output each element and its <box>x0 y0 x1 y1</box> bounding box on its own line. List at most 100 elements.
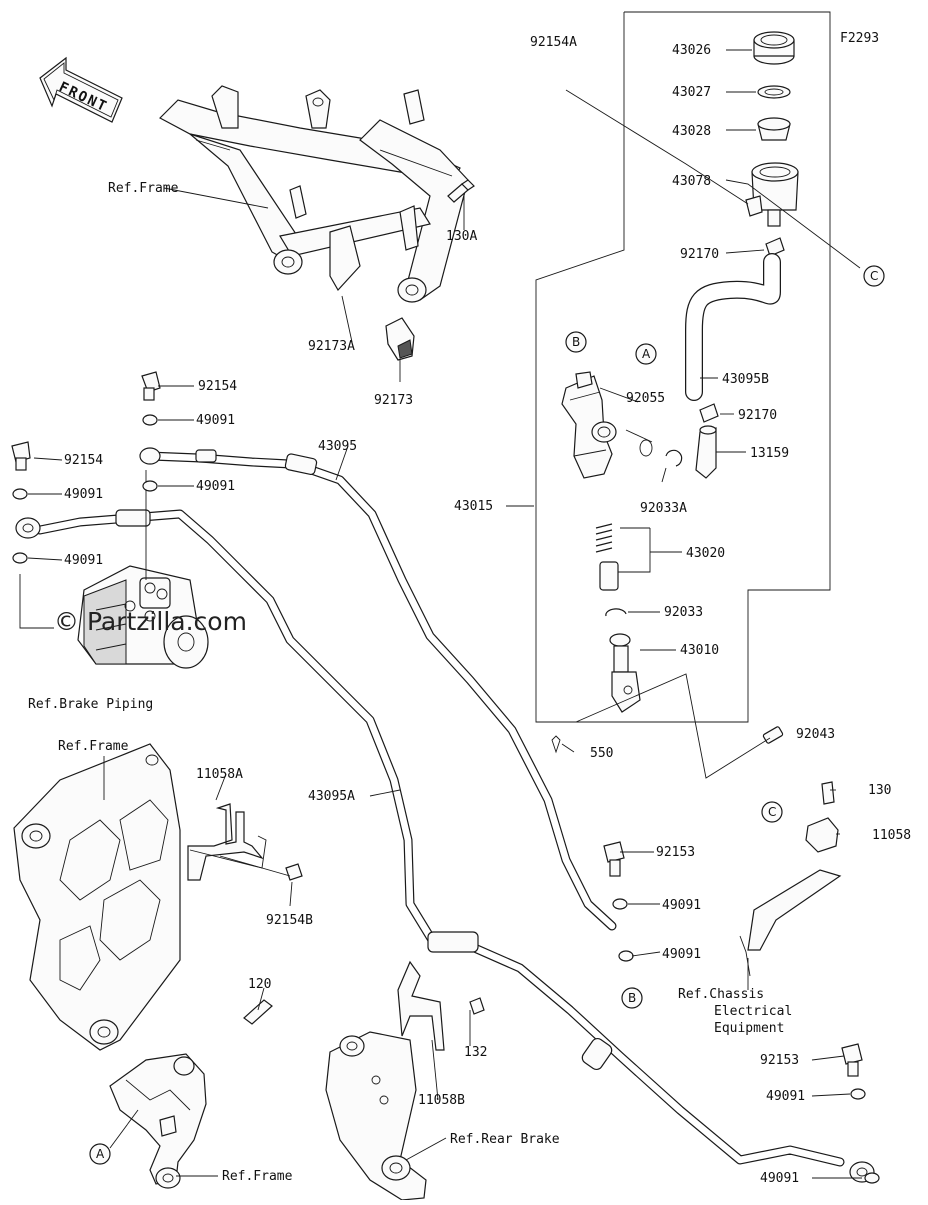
washer-icon <box>12 552 28 564</box>
nut-92173-icon <box>385 317 415 361</box>
footrest-bracket-part <box>13 743 181 1051</box>
washer-icon <box>142 480 158 492</box>
callout-43028[interactable]: 43028 <box>672 124 711 139</box>
svg-text:A: A <box>642 347 651 361</box>
svg-text:B: B <box>572 335 580 349</box>
callout-92033A[interactable]: 92033A <box>640 501 687 516</box>
callout-92173A[interactable]: 92173A <box>308 339 355 354</box>
abs-bracket-line <box>19 574 54 629</box>
callout-43095B[interactable]: 43095B <box>722 372 769 387</box>
banjo-bolt-92153-lower-icon <box>841 1043 863 1077</box>
svg-text:C: C <box>768 805 776 819</box>
callout-43010[interactable]: 43010 <box>680 643 719 658</box>
svg-text:A: A <box>96 1147 105 1161</box>
marker-C-top: C <box>863 265 885 287</box>
callout-92154-upper[interactable]: 92154 <box>198 379 237 394</box>
washer-icon <box>618 950 634 962</box>
callout-49091-e[interactable]: 49091 <box>662 898 701 913</box>
callout-550[interactable]: 550 <box>590 746 613 761</box>
diaphragm-43028-icon <box>757 117 791 141</box>
bracket-11058B-icon <box>397 960 445 1051</box>
reservoir-hose-43095B <box>685 253 781 401</box>
ref-rear-brake: Ref.Rear Brake <box>450 1132 560 1147</box>
callout-130A[interactable]: 130A <box>446 229 477 244</box>
callout-92170-upper[interactable]: 92170 <box>680 247 719 262</box>
washer-icon <box>12 488 28 500</box>
svg-text:C: C <box>870 269 878 283</box>
bracket-11058A-icon <box>187 803 267 881</box>
callout-92153-lower[interactable]: 92153 <box>760 1053 799 1068</box>
callout-11058A[interactable]: 11058A <box>196 767 243 782</box>
washer-icon <box>612 898 628 910</box>
front-arrow-icon: FRONT <box>39 56 123 123</box>
callout-49091-g[interactable]: 49091 <box>766 1089 805 1104</box>
brake-pipe-43095A <box>15 509 875 1183</box>
callout-43095A[interactable]: 43095A <box>308 789 355 804</box>
callout-49091-c[interactable]: 49091 <box>64 487 103 502</box>
brake-pipe-43095 <box>139 447 617 931</box>
callout-43026[interactable]: 43026 <box>672 43 711 58</box>
reservoir-cap-43026-icon <box>753 31 795 65</box>
ref-frame-mid: Ref.Frame <box>58 739 129 754</box>
callout-49091-h[interactable]: 49091 <box>760 1171 799 1186</box>
bolt-92154B-icon <box>285 863 303 881</box>
banjo-bolt-92154-icon <box>141 371 161 401</box>
callout-49091-b[interactable]: 49091 <box>196 479 235 494</box>
washer-icon <box>850 1088 866 1100</box>
clamp-92170-icon <box>765 237 785 257</box>
bracket-11058-icon <box>805 781 839 853</box>
callout-120[interactable]: 120 <box>248 977 271 992</box>
leader-lines <box>27 49 862 1179</box>
callout-49091-a[interactable]: 49091 <box>196 413 235 428</box>
callout-92173[interactable]: 92173 <box>374 393 413 408</box>
marker-C-lower: C <box>761 801 783 823</box>
callout-49091-f[interactable]: 49091 <box>662 947 701 962</box>
abs-unit-part <box>77 565 209 669</box>
callout-92055[interactable]: 92055 <box>626 391 665 406</box>
callout-11058[interactable]: 11058 <box>872 828 911 843</box>
washer-icon <box>864 1172 880 1184</box>
callout-13159[interactable]: 13159 <box>750 446 789 461</box>
ref-frame-top: Ref.Frame <box>108 181 179 196</box>
push-rod-43010-icon <box>609 633 641 713</box>
assembly-outline <box>535 11 831 723</box>
ref-chassis-line2: Electrical <box>714 1004 792 1019</box>
washer-icon <box>142 414 158 426</box>
hose-joint-13159-icon <box>695 425 717 479</box>
brake-pedal-bracket-part <box>109 1053 207 1189</box>
chassis-bracket-part <box>739 869 842 977</box>
ref-chassis-line3: Equipment <box>714 1021 784 1036</box>
callout-43095[interactable]: 43095 <box>318 439 357 454</box>
cotter-pin-550-icon <box>551 735 561 754</box>
callout-92043[interactable]: 92043 <box>796 727 835 742</box>
marker-B-top: B <box>565 331 587 353</box>
callout-43020[interactable]: 43020 <box>686 546 725 561</box>
callout-92170-lower[interactable]: 92170 <box>738 408 777 423</box>
ref-brake-piping: Ref.Brake Piping <box>28 697 153 712</box>
callout-132[interactable]: 132 <box>464 1045 487 1060</box>
callout-92154-left[interactable]: 92154 <box>64 453 103 468</box>
clamp-92170-lower-icon <box>699 403 719 423</box>
callout-49091-d[interactable]: 49091 <box>64 553 103 568</box>
callout-43015[interactable]: 43015 <box>454 499 493 514</box>
callout-43027[interactable]: 43027 <box>672 85 711 100</box>
bolt-132-icon <box>469 997 485 1015</box>
ref-chassis-line1: Ref.Chassis <box>678 987 764 1002</box>
callout-92153-upper[interactable]: 92153 <box>656 845 695 860</box>
callout-92033[interactable]: 92033 <box>664 605 703 620</box>
callout-92154A[interactable]: 92154A <box>530 35 577 50</box>
circlip-92033-icon <box>605 608 627 617</box>
banjo-bolt-92153-icon <box>603 841 625 877</box>
callout-92154B[interactable]: 92154B <box>266 913 313 928</box>
callout-11058B[interactable]: 11058B <box>418 1093 465 1108</box>
callout-130[interactable]: 130 <box>868 783 891 798</box>
bolt-130A-icon <box>447 179 475 203</box>
marker-A-lower: A <box>89 1143 111 1165</box>
svg-text:B: B <box>628 991 636 1005</box>
o-ring-92055-icon <box>639 439 653 457</box>
callout-43078[interactable]: 43078 <box>672 174 711 189</box>
reservoir-43078-icon <box>745 162 799 227</box>
watermark: © Partzilla.com <box>54 607 247 636</box>
